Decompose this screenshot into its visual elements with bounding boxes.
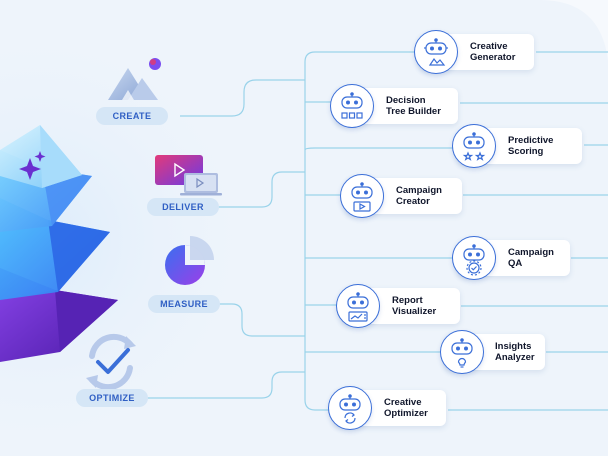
- pyramid-illustration: [0, 125, 118, 362]
- agent-label-line2: Tree Builder: [386, 106, 441, 117]
- measure-illustration: [165, 236, 214, 285]
- stage-deliver-pill: DELIVER: [147, 198, 219, 216]
- robot-chart-report-icon: [336, 284, 380, 328]
- robot-palette-icon: [414, 30, 458, 74]
- agent-label-line1: Campaign: [396, 185, 442, 196]
- stage-optimize-label: OPTIMIZE: [89, 393, 135, 403]
- agent-label-line2: Analyzer: [495, 352, 535, 363]
- agent-label-line1: Report: [392, 295, 423, 306]
- robot-video-play-icon: [340, 174, 384, 218]
- robot-lightbulb-icon: [440, 330, 484, 374]
- agent-label-line1: Creative: [384, 397, 422, 408]
- agent-label-line2: Scoring: [508, 146, 544, 157]
- agent-label-line2: Optimizer: [384, 408, 428, 419]
- agent-label-line2: Creator: [396, 196, 430, 207]
- connector-lines: [130, 51, 608, 411]
- stage-create-label: CREATE: [112, 111, 152, 121]
- robot-gear-check-icon: [452, 236, 496, 280]
- stage-create-pill: CREATE: [96, 107, 168, 125]
- agent-label-line1: Decision: [386, 95, 426, 106]
- stage-measure-pill: MEASURE: [148, 295, 220, 313]
- create-illustration: [108, 58, 161, 100]
- stage-measure-label: MEASURE: [160, 299, 208, 309]
- optimize-illustration: [86, 333, 136, 391]
- robot-decision-tree-icon: [330, 84, 374, 128]
- agent-label-line1: Insights: [495, 341, 532, 352]
- agent-label-line2: Visualizer: [392, 306, 437, 317]
- robot-star-rating-icon: [452, 124, 496, 168]
- agent-label-line1: Creative: [470, 41, 508, 52]
- agent-label-line2: QA: [508, 258, 523, 269]
- agent-label-line1: Predictive: [508, 135, 554, 146]
- robot-refresh-icon: [328, 386, 372, 430]
- agent-label-line1: Campaign: [508, 247, 554, 258]
- deliver-illustration: [155, 155, 222, 196]
- stage-optimize-pill: OPTIMIZE: [76, 389, 148, 407]
- stage-deliver-label: DELIVER: [162, 202, 204, 212]
- agent-label-line2: Generator: [470, 52, 516, 63]
